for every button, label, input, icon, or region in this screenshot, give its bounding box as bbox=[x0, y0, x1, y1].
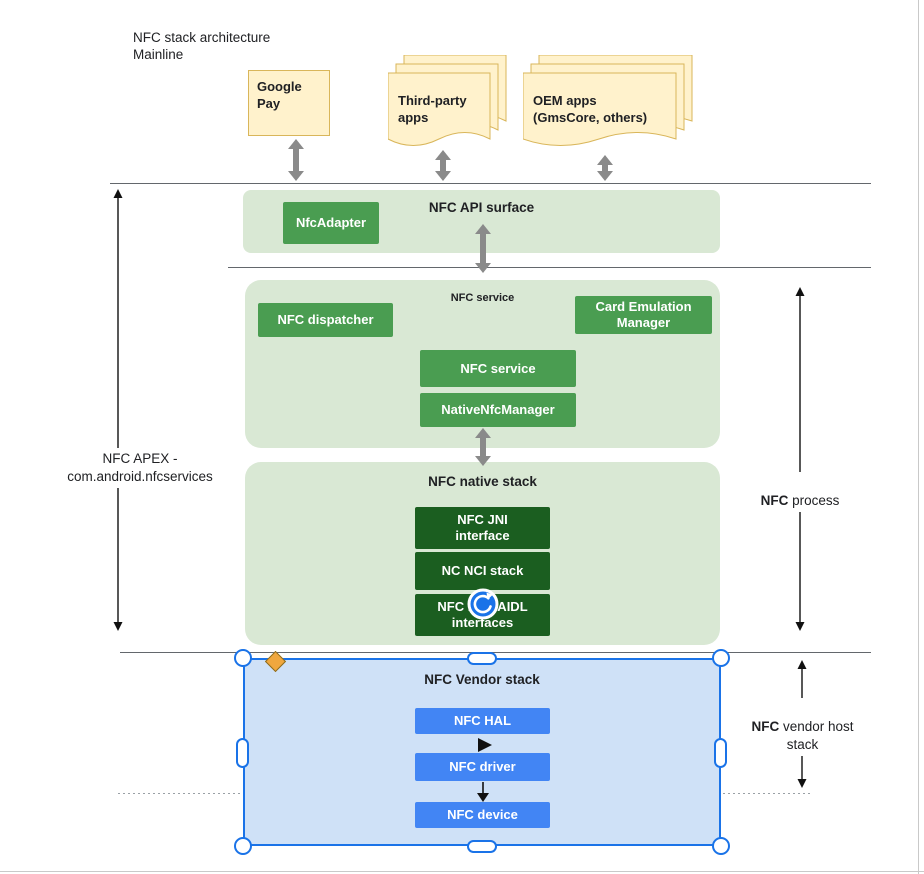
nfc-process-label-bold: NFC bbox=[760, 493, 789, 508]
arrow-service-native[interactable] bbox=[475, 428, 491, 466]
nfc-driver-box[interactable]: NFC driver bbox=[415, 753, 550, 781]
google-pay-note[interactable] bbox=[248, 70, 330, 136]
vendor-stack-title: NFC Vendor stack bbox=[424, 672, 540, 687]
native-nfc-manager-box[interactable]: NativeNfcManager bbox=[420, 393, 576, 427]
rotate-handle-circle bbox=[467, 588, 499, 620]
card-emulation-manager-box[interactable]: Card Emulation Manager bbox=[575, 296, 712, 334]
selection-handle-top-left[interactable] bbox=[234, 649, 252, 667]
nfc-dispatcher-box[interactable]: NFC dispatcher bbox=[258, 303, 393, 337]
selection-handle-bottom-middle[interactable] bbox=[467, 840, 497, 853]
arrow-third-party-api[interactable] bbox=[435, 150, 451, 181]
selection-handle-left-middle[interactable] bbox=[236, 738, 249, 768]
nfc-adapter-box[interactable]: NfcAdapter bbox=[283, 202, 379, 244]
arrow-apex-span[interactable] bbox=[113, 189, 123, 631]
vendor-host-label-rest: vendor host stack bbox=[782, 719, 854, 752]
arrow-nfc-process-span[interactable] bbox=[795, 287, 805, 631]
selection-handle-bottom-right[interactable] bbox=[712, 837, 730, 855]
rotate-handle-arrow-head bbox=[486, 592, 493, 600]
nfc-jni-interface-box[interactable]: NFC JNI interface bbox=[415, 507, 550, 549]
oem-apps-docs[interactable] bbox=[523, 55, 694, 151]
api-surface-title: NFC API surface bbox=[428, 200, 535, 215]
apex-label[interactable]: NFC APEX - com.android.nfcservices bbox=[40, 448, 240, 488]
arrow-api-service[interactable] bbox=[475, 224, 491, 273]
vendor-host-label[interactable]: NFC vendor host stack bbox=[745, 698, 860, 756]
doc-shape-front bbox=[523, 72, 677, 146]
arrow-driver-device[interactable] bbox=[477, 782, 489, 802]
nfc-service-title: NFC service bbox=[450, 292, 515, 304]
nfc-service-box[interactable]: NFC service bbox=[420, 350, 576, 387]
rotate-handle-arrow-arc bbox=[473, 594, 492, 614]
selection-handle-top-right[interactable] bbox=[712, 649, 730, 667]
selection-handle-right-middle[interactable] bbox=[714, 738, 727, 768]
nfc-process-label[interactable]: NFC process bbox=[745, 472, 855, 512]
nfc-process-label-rest: process bbox=[788, 493, 840, 508]
oem-apps-label: OEM apps (GmsCore, others) bbox=[533, 93, 648, 125]
arrow-hal-driver[interactable] bbox=[478, 738, 492, 752]
doc-shape-front bbox=[388, 72, 491, 146]
vendor-host-label-bold: NFC bbox=[751, 719, 780, 734]
selection-handle-top-middle[interactable] bbox=[467, 652, 497, 665]
gray-arrows bbox=[288, 139, 613, 466]
native-stack-title: NFC native stack bbox=[428, 474, 537, 489]
arrow-oem-api[interactable] bbox=[597, 155, 613, 181]
diagram-title[interactable]: NFC stack architecture Mainline bbox=[133, 30, 271, 62]
rotate-handle-icon[interactable] bbox=[465, 586, 501, 622]
nfc-hal-box[interactable]: NFC HAL bbox=[415, 708, 550, 734]
google-pay-label: Google Pay bbox=[257, 79, 302, 111]
third-party-apps-docs[interactable] bbox=[388, 55, 508, 151]
third-party-apps-label: Third-party apps bbox=[398, 93, 467, 125]
nfc-device-box[interactable]: NFC device bbox=[415, 802, 550, 828]
selection-handle-bottom-left[interactable] bbox=[234, 837, 252, 855]
nci-stack-box[interactable]: NC NCI stack bbox=[415, 552, 550, 590]
arrow-google-pay-api[interactable] bbox=[288, 139, 304, 181]
